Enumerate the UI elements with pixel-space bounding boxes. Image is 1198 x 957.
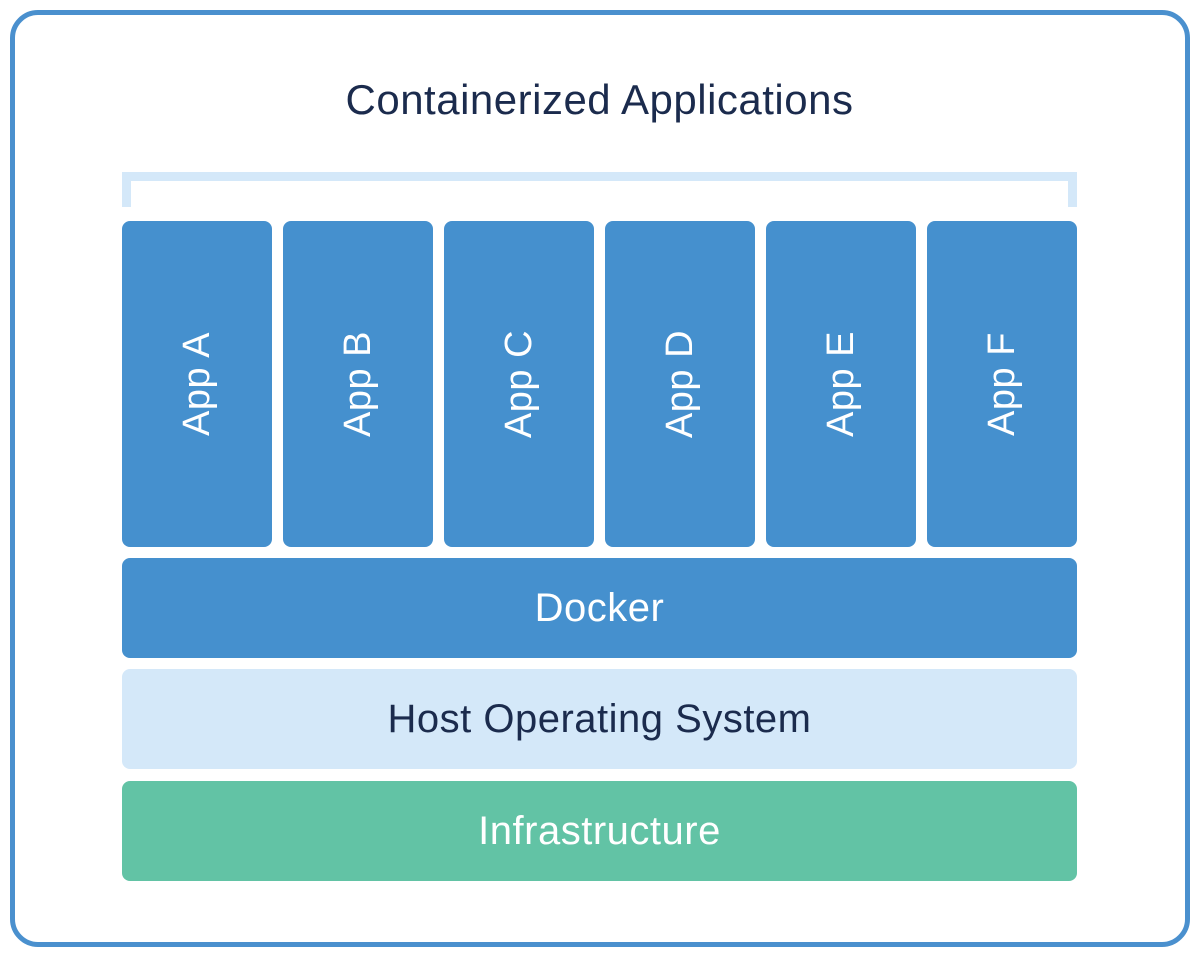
layer-host-os-label: Host Operating System [387,697,812,741]
app-label-c: App C [498,329,540,439]
app-label-a: App A [175,332,218,436]
layer-docker: Docker [122,558,1077,658]
app-box-c: App C [444,221,594,547]
layer-docker-label: Docker [534,586,665,630]
app-box-f: App F [927,221,1077,547]
app-box-d: App D [605,221,755,547]
app-label-d: App D [659,329,701,439]
apps-row: App A App B App C App D App E App F [122,221,1077,547]
app-label-b: App B [337,330,379,438]
layer-host-operating-system: Host Operating System [122,669,1077,769]
layer-infrastructure: Infrastructure [122,781,1077,881]
apps-group-bracket [122,172,1077,207]
app-box-e: App E [766,221,916,547]
app-label-e: App E [820,330,862,438]
app-box-a: App A [122,221,272,547]
layer-infrastructure-label: Infrastructure [478,809,721,853]
app-label-f: App F [980,332,1023,436]
app-box-b: App B [283,221,433,547]
diagram-title: Containerized Applications [345,76,854,123]
